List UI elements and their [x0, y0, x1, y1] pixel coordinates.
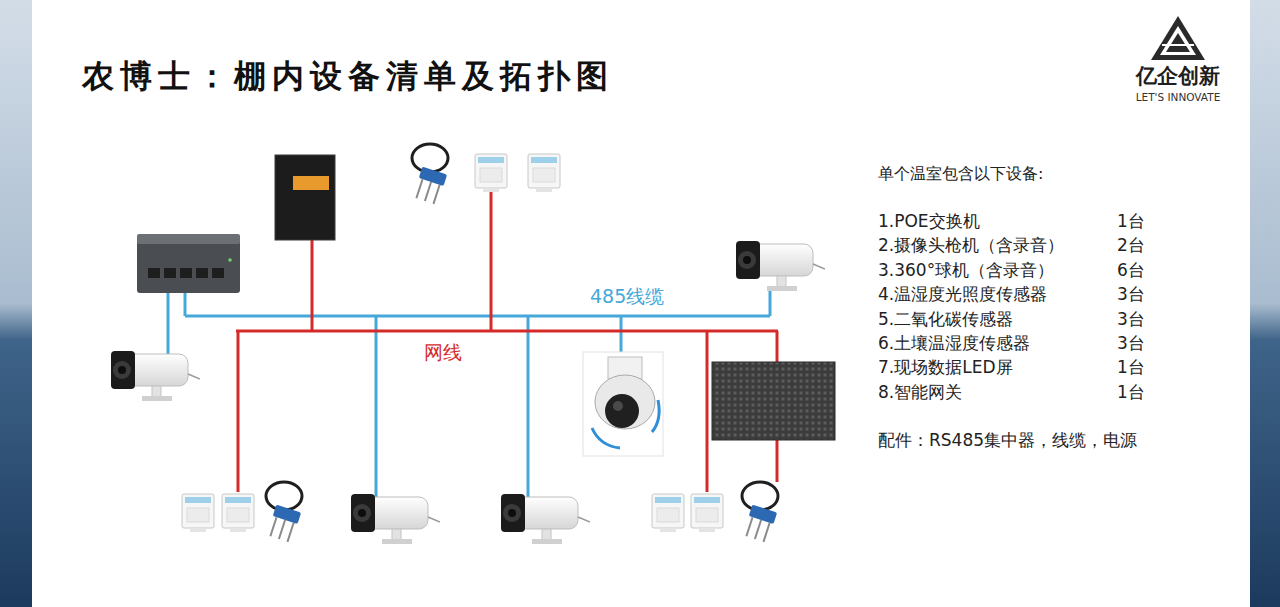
network-cable-part [236, 330, 778, 333]
equipment-item: 2.摄像头枪机（含录音） [878, 235, 1064, 255]
equipment-item: 6.土壤温湿度传感器 [878, 333, 1030, 353]
poe-switch-part [212, 268, 224, 278]
bullet-camera [501, 494, 590, 544]
sensor-box [182, 494, 214, 532]
dome-camera-part [595, 375, 655, 429]
network-cable-part [490, 190, 493, 331]
led-screen [712, 362, 835, 440]
equipment-item: 5.二氧化碳传感器 [878, 309, 1013, 329]
poe-switch-part [164, 268, 176, 278]
sea-background-part [1250, 0, 1280, 607]
sea-background-part [32, 0, 1250, 607]
equipment-item: 7.现场数据LED屏 [878, 357, 1013, 377]
quantity-cell: 2台 [1117, 235, 1145, 255]
soil-sensor [266, 482, 302, 543]
logo-icon-part [1151, 16, 1205, 60]
quantity-cell: 6台 [1117, 260, 1145, 280]
soil-sensor [412, 144, 448, 205]
quantity-cell: 3台 [1117, 309, 1145, 329]
smart-gateway-part [293, 176, 329, 190]
sensor-box [691, 494, 723, 532]
poe-switch-part [137, 234, 240, 244]
logo-icon-part [1160, 26, 1196, 55]
poe-switch-part [137, 238, 240, 293]
sensor-box [652, 494, 684, 532]
network-cable-part [706, 331, 709, 492]
logo-icon-part [1162, 44, 1194, 46]
poe-switch-part [196, 268, 208, 278]
rs485-cable-part [769, 290, 772, 316]
slide-title: 农博士：棚内设备清单及拓扑图 [82, 57, 614, 95]
sea-background-part [0, 0, 32, 607]
quantity-cell: 1台 [1117, 211, 1145, 231]
quantity-cell: 3台 [1117, 284, 1145, 304]
dome-camera [583, 352, 663, 456]
rs485-cable-part [185, 315, 770, 318]
quantity-cell: 1台 [1117, 357, 1145, 377]
equipment-item: 8.智能网关 [878, 382, 962, 402]
sensor-box [475, 154, 507, 192]
bullet-camera [111, 351, 200, 401]
poe-switch-part [180, 268, 192, 278]
dome-camera-part [605, 394, 639, 428]
equipment-item: 4.温湿度光照度传感器 [878, 284, 1047, 304]
rs485-cable-part [527, 316, 530, 497]
dome-camera-part [652, 400, 659, 432]
poe-switch-part [228, 258, 232, 262]
sensors [182, 144, 778, 543]
logo-icon-part [1166, 33, 1190, 52]
rs485-cable-part [620, 316, 623, 352]
list-heading: 单个温室包含以下设备: [878, 164, 1043, 183]
logo-slogan: LET'S INNOVATE [1136, 91, 1221, 104]
soil-sensor [742, 482, 778, 543]
bullet-camera [351, 494, 440, 544]
logo-icon [1151, 16, 1205, 60]
poe-switch-part [148, 268, 160, 278]
network-cable-part [237, 331, 240, 492]
equipment-item: 1.POE交换机 [878, 211, 980, 231]
equipment-item: 3.360°球机（含录音） [878, 260, 1054, 280]
dome-camera-part [583, 352, 663, 456]
cable-label: 485线缆 [590, 285, 664, 308]
quantity-cell: 1台 [1117, 382, 1145, 402]
network-cable-part [311, 240, 314, 331]
quantity-cell: 3台 [1117, 333, 1145, 353]
cable-label: 网线 [424, 341, 462, 364]
sensor-box [528, 154, 560, 192]
dome-camera-part [613, 401, 623, 411]
smart-gateway-part [275, 155, 335, 240]
rs485-cable [168, 290, 770, 497]
rs485-cable-part [167, 293, 170, 354]
dome-camera-part [592, 428, 620, 448]
sensor-box [222, 494, 254, 532]
bullet-camera [736, 241, 825, 291]
accessories-note: 配件：RS485集中器，线缆，电源 [878, 430, 1137, 450]
smart-gateway [275, 155, 335, 240]
led-screen-part [712, 362, 835, 440]
rs485-cable-part [184, 293, 187, 316]
poe-switch [137, 234, 240, 293]
logo-text: 亿企创新 [1136, 64, 1220, 89]
rs485-cable-part [375, 316, 378, 497]
